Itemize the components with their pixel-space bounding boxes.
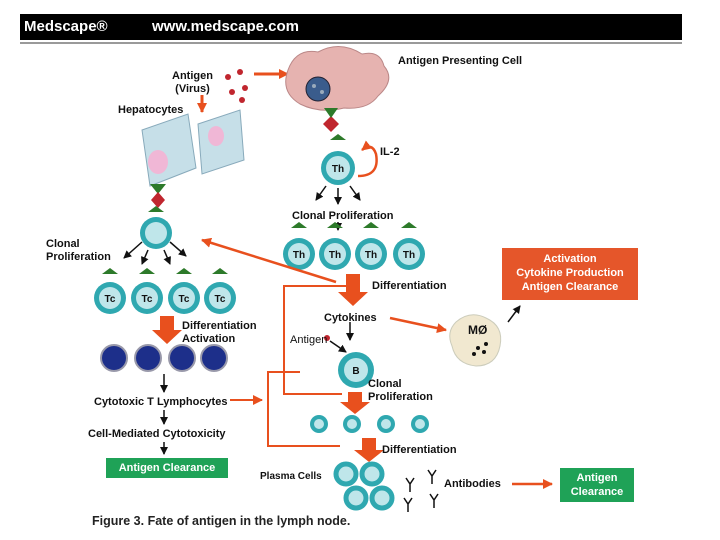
svg-text:Tc: Tc	[179, 294, 190, 305]
hepatocytes-label: Hepatocytes	[118, 104, 184, 116]
svg-text:Tc: Tc	[142, 294, 153, 305]
antibodies-label: Antibodies	[444, 478, 501, 490]
header-rule	[20, 42, 682, 44]
differentiation-b-label: Differentiation	[382, 444, 457, 456]
th-fan-arrows	[315, 185, 361, 231]
th-cell-main: Th	[321, 134, 355, 185]
differentiation-bracket-2	[267, 371, 340, 447]
svg-text:Th: Th	[293, 250, 305, 261]
cmc-label: Cell-Mediated Cytotoxicity	[88, 428, 226, 440]
macrophage-label: MØ	[468, 323, 488, 337]
b-clone-row	[310, 415, 429, 433]
svg-text:Th: Th	[365, 250, 377, 261]
antigen-clearance-left-box: Antigen Clearance	[106, 458, 228, 478]
antibody-glyphs	[403, 469, 439, 512]
apc-label: Antigen Presenting Cell	[398, 55, 523, 67]
differentiation-mid-label: Differentiation	[372, 280, 447, 292]
svg-text:Tc: Tc	[215, 294, 226, 305]
plasma-cell-cluster	[333, 461, 395, 511]
tc-differentiation-arrow	[152, 316, 182, 344]
th-differentiation-arrow	[338, 274, 368, 306]
il2-loop-arrow	[357, 140, 378, 178]
ctl-label: Cytotoxic T Lymphocytes	[94, 396, 228, 408]
th-cell-label: Th	[332, 164, 344, 175]
site-url: www.medscape.com	[152, 18, 299, 35]
apc-antigen-link	[323, 116, 339, 132]
b-cell: B	[338, 352, 374, 388]
macrophage	[449, 314, 502, 367]
svg-text:Th: Th	[329, 250, 341, 261]
svg-text:Th: Th	[403, 250, 415, 261]
figure-caption: Figure 3. Fate of antigen in the lymph n…	[92, 514, 351, 528]
svg-text:Tc: Tc	[105, 294, 116, 305]
cytokines-to-macrophage-arrow	[389, 316, 447, 334]
hepatocytes	[141, 109, 245, 187]
hepatocyte-antigen-link	[151, 192, 165, 208]
header-bar: Medscape® www.medscape.com	[20, 14, 682, 44]
antigen-b-label: Antigen	[290, 334, 328, 346]
th-to-tc-arrow	[201, 237, 337, 284]
activation-box: Activation Cytokine Production Antigen C…	[502, 248, 638, 300]
tc-cell-row: Tc Tc Tc Tc	[94, 268, 236, 314]
il2-label: IL-2	[380, 146, 400, 158]
antigen-virus-label: Antigen(Virus)	[172, 70, 213, 95]
antigen-particles	[225, 69, 248, 103]
brand-logo: Medscape®	[24, 18, 108, 35]
antigen-presenting-cell	[285, 46, 390, 111]
cytokines-label: Cytokines	[324, 312, 377, 324]
differentiation-bracket-1	[283, 285, 346, 395]
antigen-clearance-right-box: Antigen Clearance	[560, 468, 634, 502]
th-cell-row: Th Th Th Th	[283, 222, 425, 270]
b-cell-label: B	[352, 366, 359, 377]
tc-cell-main	[140, 206, 172, 249]
plasma-cells-label: Plasma Cells	[260, 471, 322, 482]
tc-proliferation-arrows	[123, 241, 187, 265]
ctl-cell-row	[100, 344, 228, 372]
clonal-proliferation-top-label: Clonal Proliferation	[292, 210, 394, 222]
